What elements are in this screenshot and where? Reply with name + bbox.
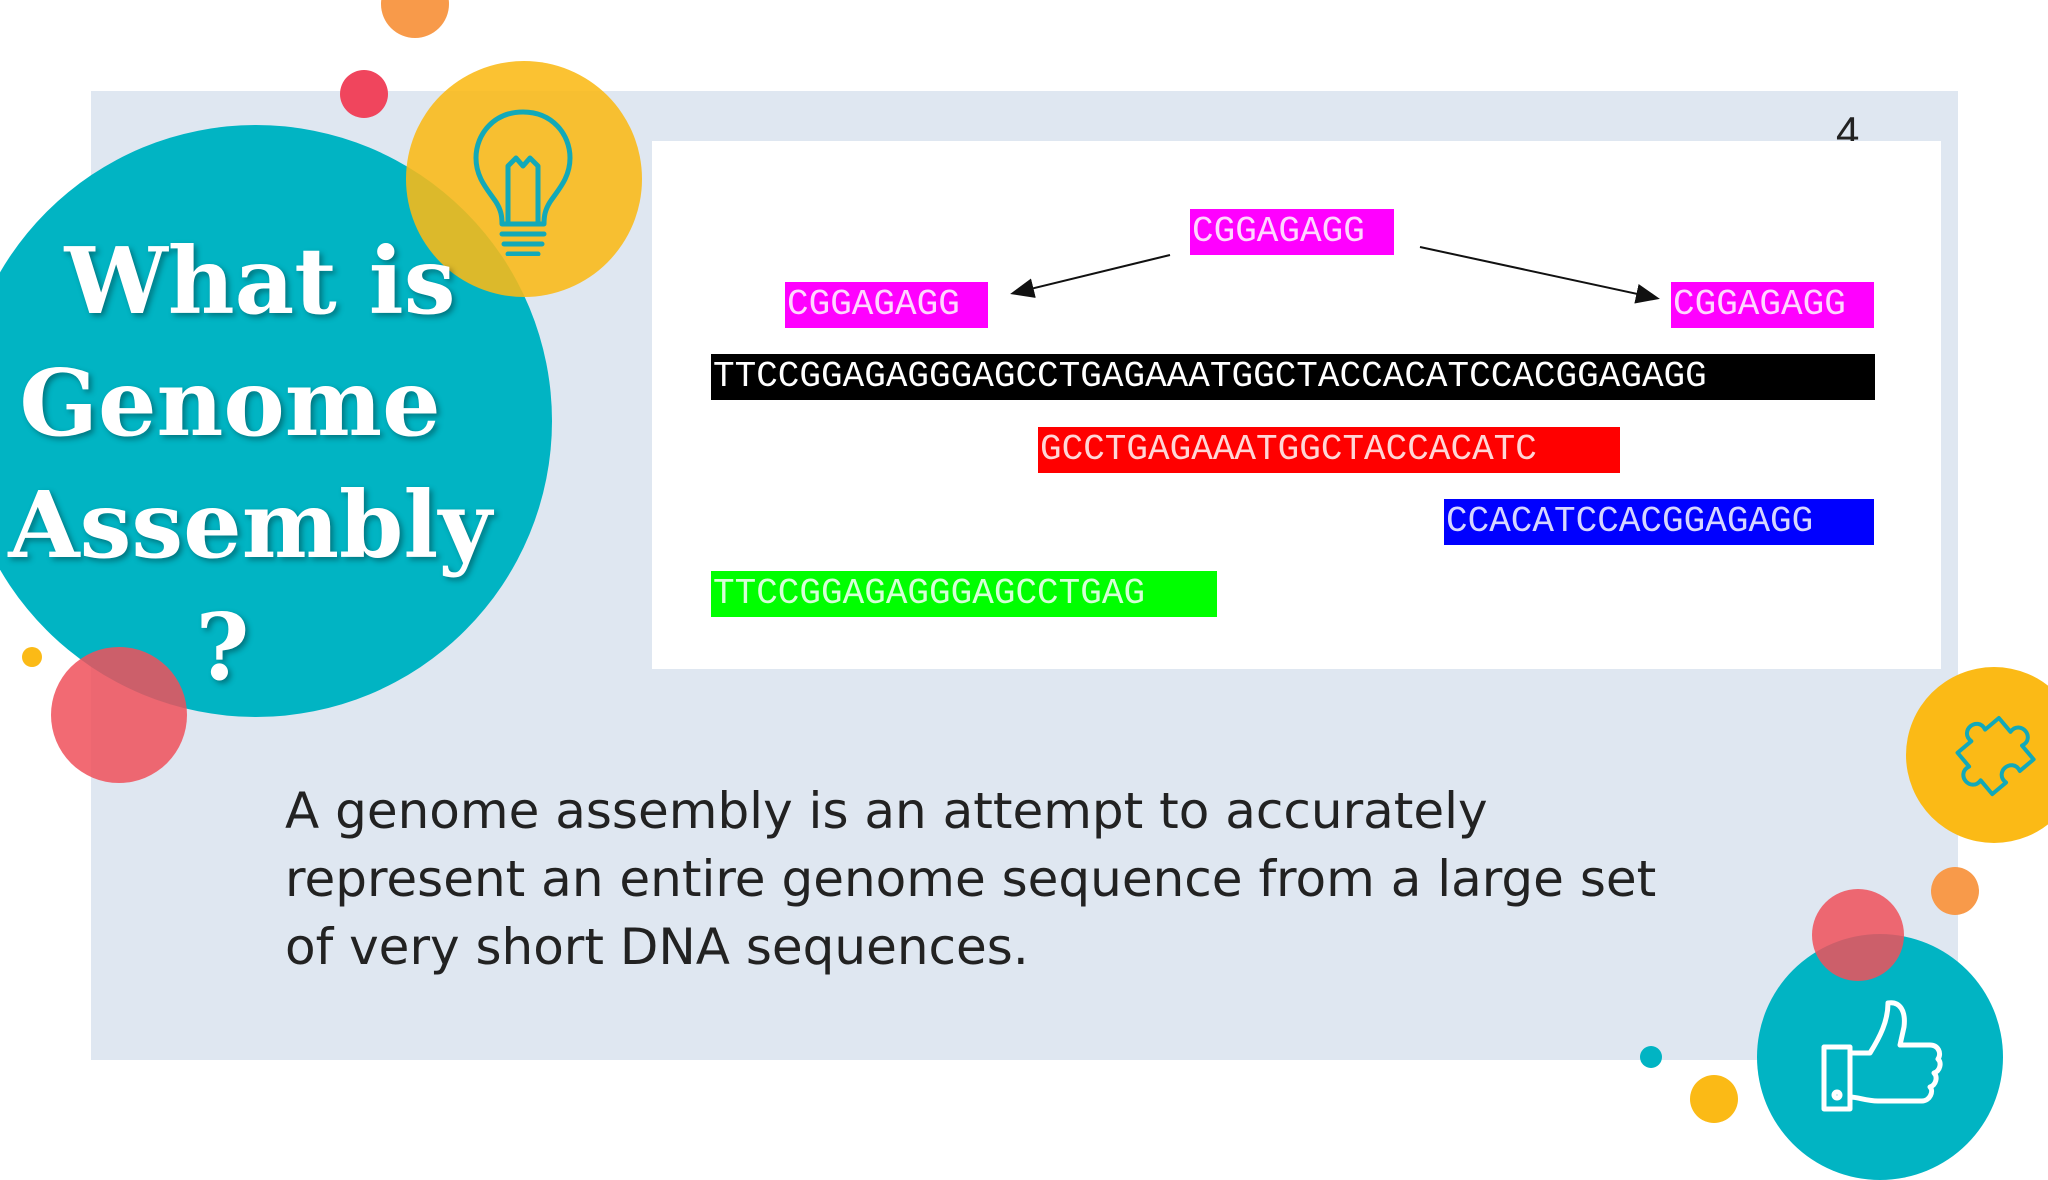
body-line: of very short DNA sequences. <box>285 918 1029 976</box>
lightbulb-circle <box>406 61 642 297</box>
coral-circle-left <box>51 647 187 783</box>
coral-circle-right <box>1812 889 1904 981</box>
slide-title: What is Genome Assembly ? <box>0 220 520 708</box>
slide-body: A genome assembly is an attempt to accur… <box>285 777 1665 981</box>
arrows <box>1010 246 1660 304</box>
reference-sequence: TTCCGGAGAGGGAGCCTGAGAAATGGCTACCACATCCACG… <box>711 354 1875 400</box>
arrow-right <box>1419 246 1660 304</box>
title-line: Genome <box>19 349 441 457</box>
read-green: TTCCGGAGAGGGAGCCTGAG <box>711 571 1217 617</box>
orange-dot-right <box>1931 867 1979 915</box>
lightbulb-icon <box>473 109 573 256</box>
body-line: represent an entire genome sequence from… <box>285 850 1657 908</box>
thumbs-up-icon <box>1821 1000 1943 1112</box>
read-right: CGGAGAGG <box>1671 282 1874 328</box>
puzzle-circle <box>1906 667 2048 843</box>
coral-dot-top <box>340 70 388 118</box>
yellow-dot-left <box>22 647 42 667</box>
body-line: A genome assembly is an attempt to accur… <box>285 782 1488 840</box>
title-line: Assembly <box>8 471 492 579</box>
yellow-dot-bottom <box>1690 1075 1738 1123</box>
title-line: ? <box>195 593 250 701</box>
orange-dot-top <box>381 0 449 38</box>
title-line: What is <box>64 227 456 335</box>
teal-dot-bottom <box>1640 1046 1662 1068</box>
read-blue: CCACATCCACGGAGAGG <box>1444 499 1874 545</box>
arrow-left <box>1010 254 1171 298</box>
read-left: CGGAGAGG <box>785 282 988 328</box>
puzzle-icon <box>1955 716 2036 797</box>
read-red: GCCTGAGAAATGGCTACCACATC <box>1038 427 1620 473</box>
assembly-figure: CGGAGAGG CGGAGAGG CGGAGAGG TTCCGGAGAGGGA… <box>652 141 1941 669</box>
read-top: CGGAGAGG <box>1190 209 1394 255</box>
